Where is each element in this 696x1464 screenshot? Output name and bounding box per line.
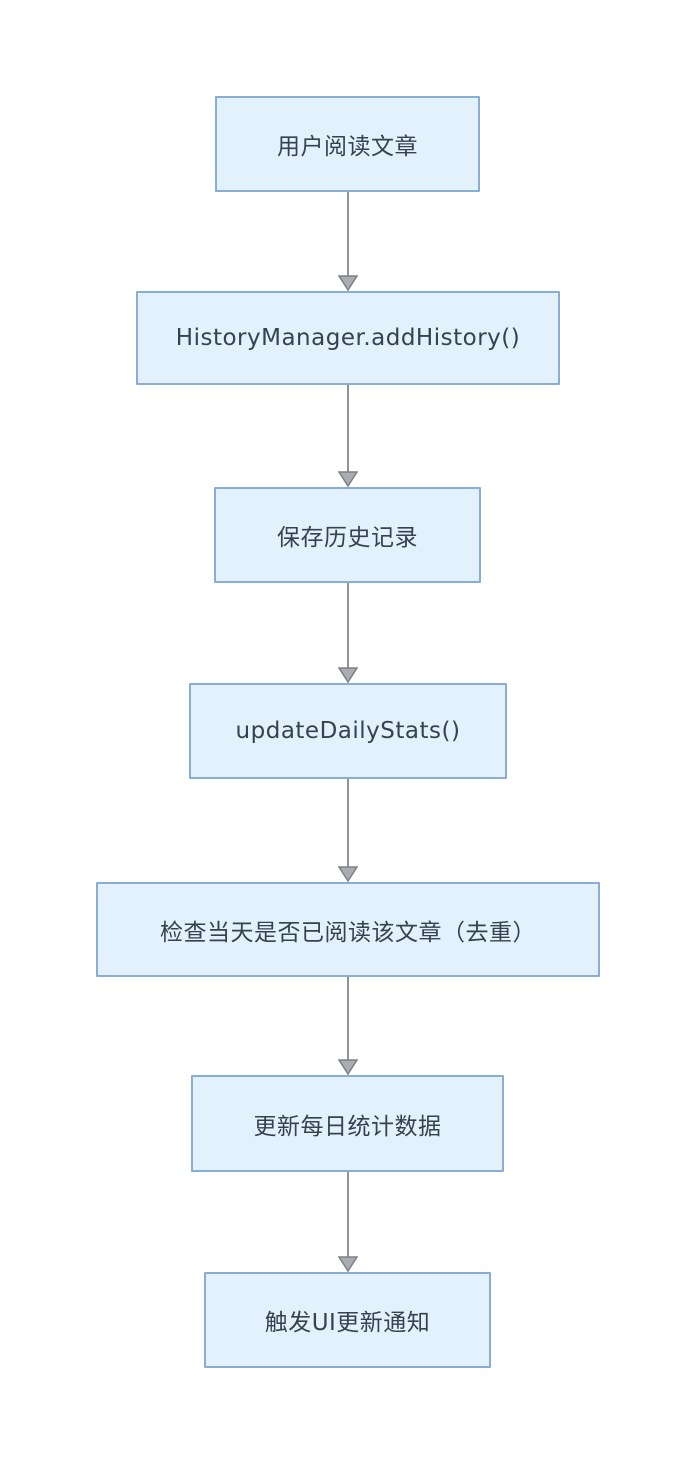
- arrow-line: [347, 192, 349, 279]
- flow-arrow: [338, 385, 358, 487]
- flow-node-update-daily-data: 更新每日统计数据: [191, 1075, 504, 1172]
- arrow-head-icon: [338, 866, 358, 882]
- flow-arrow: [338, 583, 358, 683]
- flow-node-update-daily-stats-call: updateDailyStats(): [189, 683, 507, 779]
- arrow-line: [347, 1172, 349, 1260]
- arrow-line: [347, 779, 349, 870]
- flow-node-label: 保存历史记录: [277, 525, 418, 551]
- arrow-line: [347, 583, 349, 671]
- arrow-head-icon: [338, 667, 358, 683]
- flow-node-label: updateDailyStats(): [235, 718, 461, 744]
- flow-node-label: 检查当天是否已阅读该文章（去重）: [160, 919, 536, 946]
- flow-node-trigger-ui-update: 触发UI更新通知: [204, 1272, 491, 1368]
- arrow-head-icon: [338, 471, 358, 487]
- arrow-line: [347, 385, 349, 475]
- arrow-line: [347, 977, 349, 1063]
- flow-node-label: 触发UI更新通知: [264, 1310, 431, 1336]
- flow-node-label: HistoryManager.addHistory(): [175, 325, 521, 351]
- arrow-head-icon: [338, 1059, 358, 1075]
- flow-node-label: 更新每日统计数据: [253, 1113, 442, 1140]
- flow-arrow: [338, 1172, 358, 1272]
- flow-arrow: [338, 977, 358, 1075]
- flow-arrow: [338, 192, 358, 291]
- flow-node-check-dedup: 检查当天是否已阅读该文章（去重）: [96, 882, 600, 977]
- flow-arrow: [338, 779, 358, 882]
- flow-node-add-history-call: HistoryManager.addHistory(): [136, 291, 560, 385]
- flow-node-user-reads-article: 用户阅读文章: [215, 96, 480, 192]
- flow-node-label: 用户阅读文章: [277, 134, 418, 160]
- flow-node-save-history: 保存历史记录: [214, 487, 481, 583]
- arrow-head-icon: [338, 1256, 358, 1272]
- arrow-head-icon: [338, 275, 358, 291]
